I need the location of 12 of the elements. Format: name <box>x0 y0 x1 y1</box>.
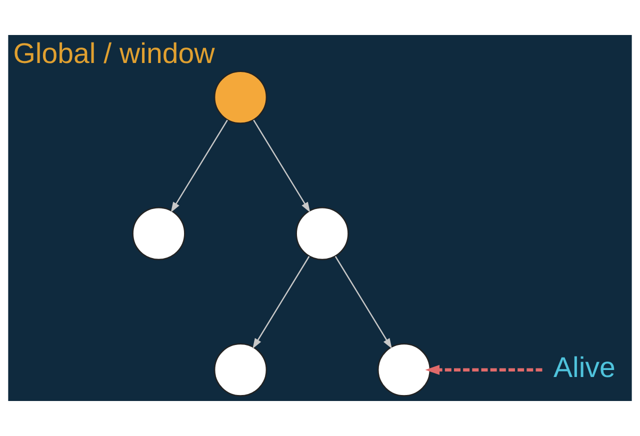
node-circle <box>132 206 186 260</box>
node-circle <box>214 343 268 396</box>
node-circle <box>377 343 431 396</box>
node-circle <box>214 70 268 124</box>
arrow <box>334 256 392 349</box>
arrow <box>170 120 228 213</box>
node-circle <box>296 206 349 260</box>
node-text: Alive <box>554 352 616 384</box>
arrow <box>425 364 542 375</box>
node-label: Global / window <box>13 38 215 70</box>
arrow <box>252 256 310 349</box>
arrow <box>253 120 310 213</box>
